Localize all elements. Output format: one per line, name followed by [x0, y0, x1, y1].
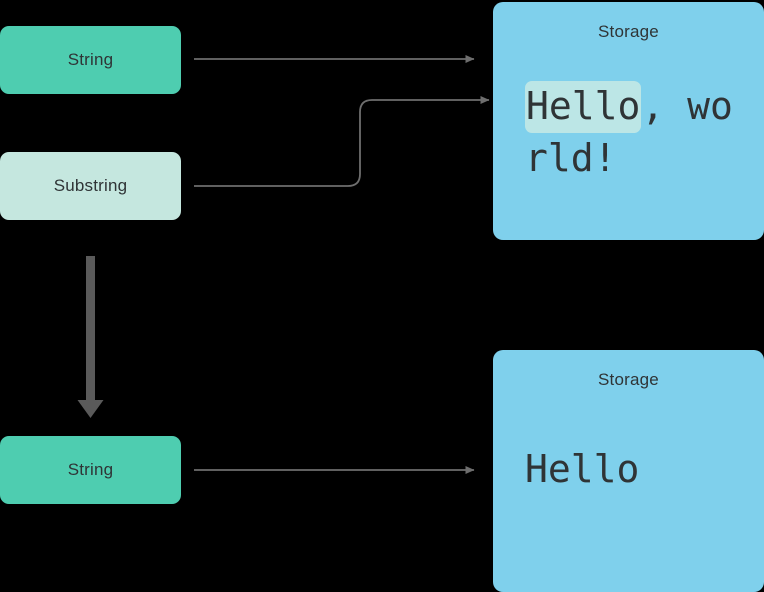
storage-top-content: Hello, world! — [525, 80, 744, 184]
edge-substring-to-string-bottom — [77, 256, 104, 418]
storage-top-highlighted-text: Hello — [525, 81, 642, 133]
storage-bottom-title: Storage — [598, 370, 659, 389]
storage-top-title: Storage — [598, 22, 659, 41]
node-string-top: String — [0, 26, 181, 94]
edge-substring-to-storage-top — [194, 96, 490, 187]
node-string-bottom-label: String — [67, 460, 114, 479]
node-substring-label: Substring — [53, 176, 128, 195]
storage-box-top: Storage Hello, world! — [493, 2, 764, 240]
node-substring: Substring — [0, 152, 181, 220]
storage-top-remainder-text: , world! — [525, 84, 733, 180]
storage-bottom-content: Hello — [525, 447, 640, 491]
node-string-top-label: String — [67, 50, 114, 69]
node-string-bottom: String — [0, 436, 181, 504]
storage-box-bottom: Storage Hello — [493, 350, 764, 592]
